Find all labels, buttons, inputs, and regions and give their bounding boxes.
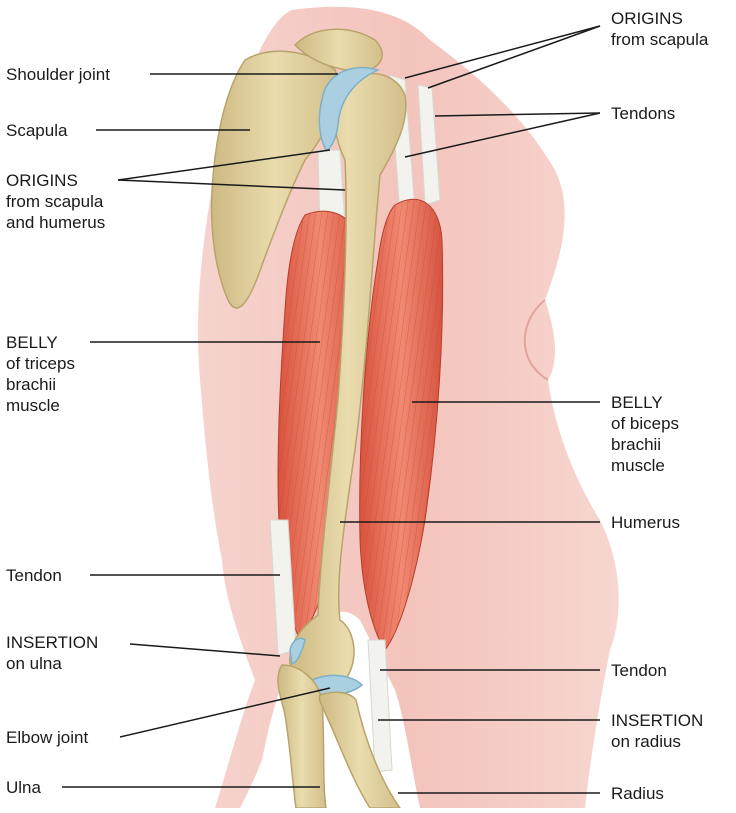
label-belly-biceps-1: BELLY [611,393,663,412]
label-origins-left-2: from scapula [6,192,104,211]
label-origins-right-2: from scapula [611,30,709,49]
label-belly-triceps-2: of triceps [6,354,75,373]
label-belly-biceps-4: muscle [611,456,665,475]
label-elbow-joint: Elbow joint [6,728,88,747]
label-insertion-radius-1: INSERTION [611,711,703,730]
label-insertion-ulna-1: INSERTION [6,633,98,652]
label-belly-triceps-1: BELLY [6,333,58,352]
right-labels: ORIGINS from scapula Tendons BELLY of bi… [611,9,709,803]
label-radius: Radius [611,784,664,803]
label-insertion-ulna-2: on ulna [6,654,62,673]
label-origins-left-1: ORIGINS [6,171,78,190]
label-ulna: Ulna [6,778,42,797]
left-labels: Shoulder joint Scapula ORIGINS from scap… [6,65,110,797]
label-belly-triceps-3: brachii [6,375,56,394]
label-tendon-right: Tendon [611,661,667,680]
label-tendons-right: Tendons [611,104,675,123]
label-belly-triceps-4: muscle [6,396,60,415]
label-tendon-left: Tendon [6,566,62,585]
label-scapula: Scapula [6,121,68,140]
label-belly-biceps-2: of biceps [611,414,679,433]
label-origins-left-3: and humerus [6,213,105,232]
label-origins-right-1: ORIGINS [611,9,683,28]
label-shoulder-joint: Shoulder joint [6,65,110,84]
label-belly-biceps-3: brachii [611,435,661,454]
label-humerus: Humerus [611,513,680,532]
leader-origins-right-b [428,26,600,88]
label-insertion-radius-2: on radius [611,732,681,751]
